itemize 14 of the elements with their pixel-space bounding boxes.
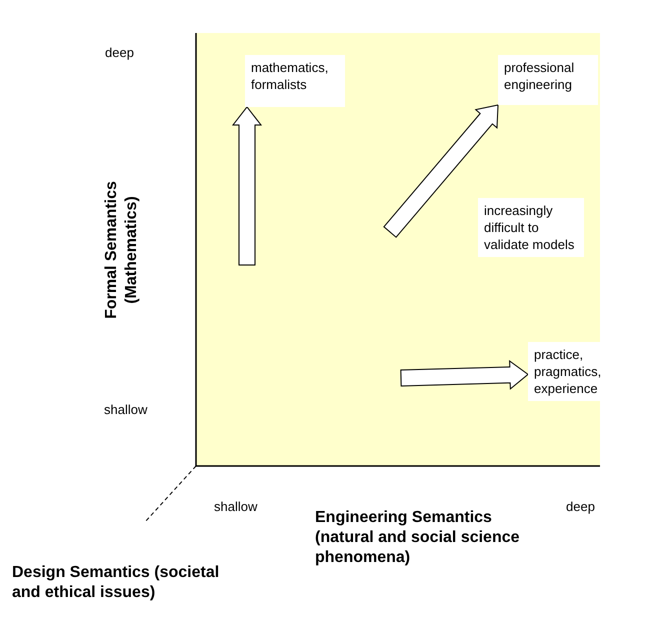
node-text: increasingly difficult to validate models xyxy=(484,202,576,253)
axis-title: Formal Semantics (Mathematics) xyxy=(102,180,141,321)
axis-label: deep xyxy=(566,498,595,515)
block-arrow xyxy=(383,104,499,238)
axis-label: shallow xyxy=(104,401,148,418)
node-text: professional engineering xyxy=(504,59,576,93)
node-text: mathematics, formalists xyxy=(251,59,330,93)
node-text: practice, pragmatics, experience xyxy=(534,346,602,397)
axis-label: shallow xyxy=(214,498,258,515)
block-arrow xyxy=(232,106,262,266)
axis-title: Design Semantics (societal and ethical issues) xyxy=(12,563,220,603)
axis-label: deep xyxy=(105,44,134,61)
block-arrow xyxy=(400,360,529,390)
axis-title: Engineering Semantics (natural and social science phenomena) xyxy=(315,508,521,568)
